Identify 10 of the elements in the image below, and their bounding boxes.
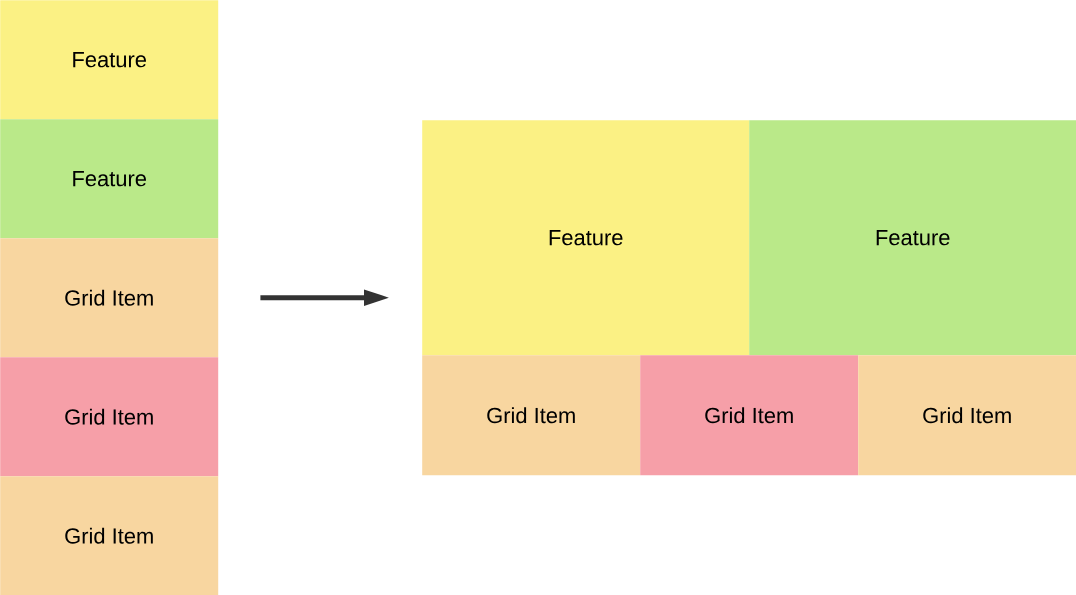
grid-box: Feature	[422, 120, 750, 356]
grid-box: Feature	[0, 0, 219, 120]
grid-box: Grid Item	[0, 357, 219, 477]
grid-box: Grid Item	[0, 238, 219, 358]
grid-box: Grid Item	[0, 476, 219, 595]
grid-box: Grid Item	[858, 355, 1076, 476]
grid-box: Grid Item	[422, 355, 641, 476]
grid-box: Grid Item	[640, 355, 859, 476]
grid-box: Feature	[749, 120, 1076, 356]
grid-box: Feature	[0, 119, 219, 239]
